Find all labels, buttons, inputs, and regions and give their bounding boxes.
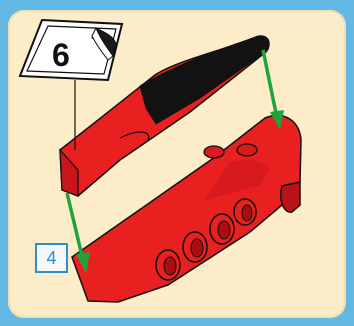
beam-hole-3: [210, 214, 234, 244]
step-number: 6: [52, 39, 70, 71]
part-quantity-box: 4: [35, 243, 68, 273]
step-card: [20, 20, 122, 80]
beam-hole-2: [183, 232, 207, 262]
beam-hole-1: [156, 250, 180, 280]
beam-hole-4: [234, 199, 256, 225]
